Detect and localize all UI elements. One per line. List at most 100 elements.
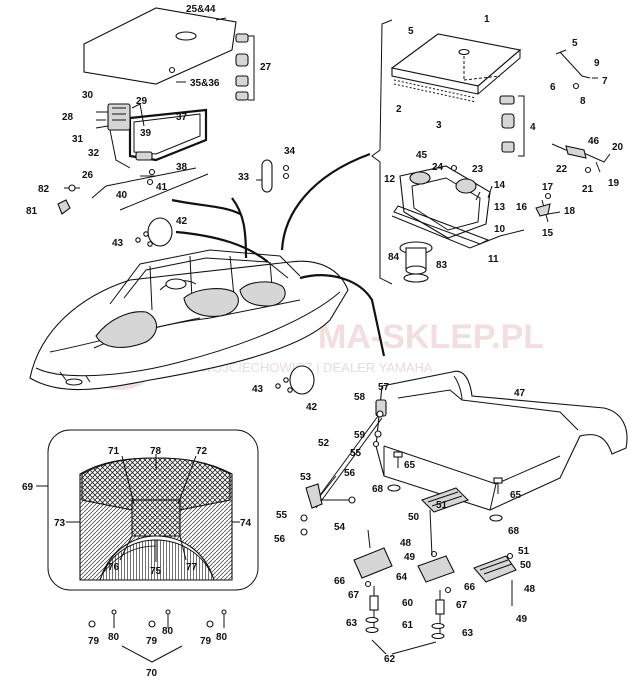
label-24: 24 [432,162,444,173]
label-74: 74 [240,518,252,529]
label-68b: 68 [508,526,520,537]
leader-curves [171,152,386,357]
label-60: 60 [402,598,414,609]
label-62: 62 [384,654,396,665]
small-handles [256,159,290,193]
part-number-labels: 25&44 27 35&36 30 29 37 28 31 39 32 26 3… [22,4,624,679]
gas-strut-group [300,399,387,536]
label-65b: 65 [510,490,522,501]
label-25-44: 25&44 [186,4,216,15]
label-31: 31 [72,134,84,145]
label-63a: 63 [346,618,358,629]
label-30: 30 [82,90,94,101]
inset-fasteners [88,609,227,663]
label-22: 22 [556,164,568,175]
label-48b: 48 [524,584,536,595]
label-37: 37 [176,112,188,123]
label-41: 41 [156,182,168,193]
label-71: 71 [108,446,120,457]
label-38: 38 [176,162,188,173]
label-66b: 66 [464,582,476,593]
label-57: 57 [378,382,390,393]
label-67b: 67 [456,600,468,611]
label-56b: 56 [274,534,286,545]
label-12: 12 [384,174,396,185]
label-32: 32 [88,148,100,159]
label-20: 20 [612,142,624,153]
label-77: 77 [186,562,198,573]
label-50a: 50 [408,512,420,523]
label-64: 64 [396,572,408,583]
label-69: 69 [22,482,34,493]
label-84: 84 [388,252,400,263]
label-82: 82 [38,184,50,195]
label-5a: 5 [408,26,414,37]
label-18: 18 [564,206,576,217]
label-80c: 80 [216,632,228,643]
seat-frame-group [57,103,209,215]
cable-20-group [535,143,611,223]
label-43a: 43 [112,238,124,249]
label-19: 19 [608,178,620,189]
label-61: 61 [402,620,414,631]
label-8: 8 [580,96,586,107]
storage-lid-group [390,33,525,157]
label-3: 3 [436,120,442,131]
label-81: 81 [26,206,38,217]
label-73: 73 [54,518,66,529]
label-13: 13 [494,202,506,213]
label-33: 33 [238,172,250,183]
right-bracket-frame [371,19,393,285]
label-6: 6 [550,82,556,93]
label-17: 17 [542,182,554,193]
label-72: 72 [196,446,208,457]
label-49a: 49 [404,552,416,563]
label-48a: 48 [400,538,412,549]
label-50b: 50 [520,560,532,571]
label-45: 45 [416,150,428,161]
label-27: 27 [260,62,272,73]
label-52: 52 [318,438,330,449]
label-55b: 55 [276,510,288,521]
label-47: 47 [514,388,526,399]
label-66a: 66 [334,576,346,587]
watermark: MA-SKLEP.PL WOJCIECHOWICZ | DEALER YAMAH… [75,300,544,390]
label-79a: 79 [88,636,100,647]
label-46: 46 [588,136,600,147]
cup-holder-top [135,217,173,247]
label-49b: 49 [516,614,528,625]
label-35-36: 35&36 [190,78,220,89]
label-75: 75 [150,566,162,577]
label-79c: 79 [200,636,212,647]
label-4: 4 [530,122,536,133]
watermark-sub: WOJCIECHOWICZ | DEALER YAMAHA [200,360,433,375]
label-40: 40 [116,190,128,201]
label-51b: 51 [518,546,530,557]
label-42b: 42 [306,402,318,413]
label-68a: 68 [372,484,384,495]
label-23: 23 [472,164,484,175]
label-26: 26 [82,170,94,181]
label-54: 54 [334,522,346,533]
label-83: 83 [436,260,448,271]
label-29: 29 [136,96,148,107]
label-58: 58 [354,392,366,403]
label-78: 78 [150,446,162,457]
label-70: 70 [146,668,158,679]
seat-cushion-group [83,7,255,101]
label-65a: 65 [404,460,416,471]
label-76: 76 [108,562,120,573]
label-53: 53 [300,472,312,483]
label-34: 34 [284,146,296,157]
label-1: 1 [484,14,490,25]
label-42a: 42 [176,216,188,227]
label-67a: 67 [348,590,360,601]
label-63b: 63 [462,628,474,639]
label-56a: 56 [344,468,356,479]
label-10: 10 [494,224,506,235]
label-79b: 79 [146,636,158,647]
label-9: 9 [594,58,600,69]
label-51a: 51 [436,500,448,511]
cable-9-group [555,49,598,90]
label-7: 7 [602,76,608,87]
